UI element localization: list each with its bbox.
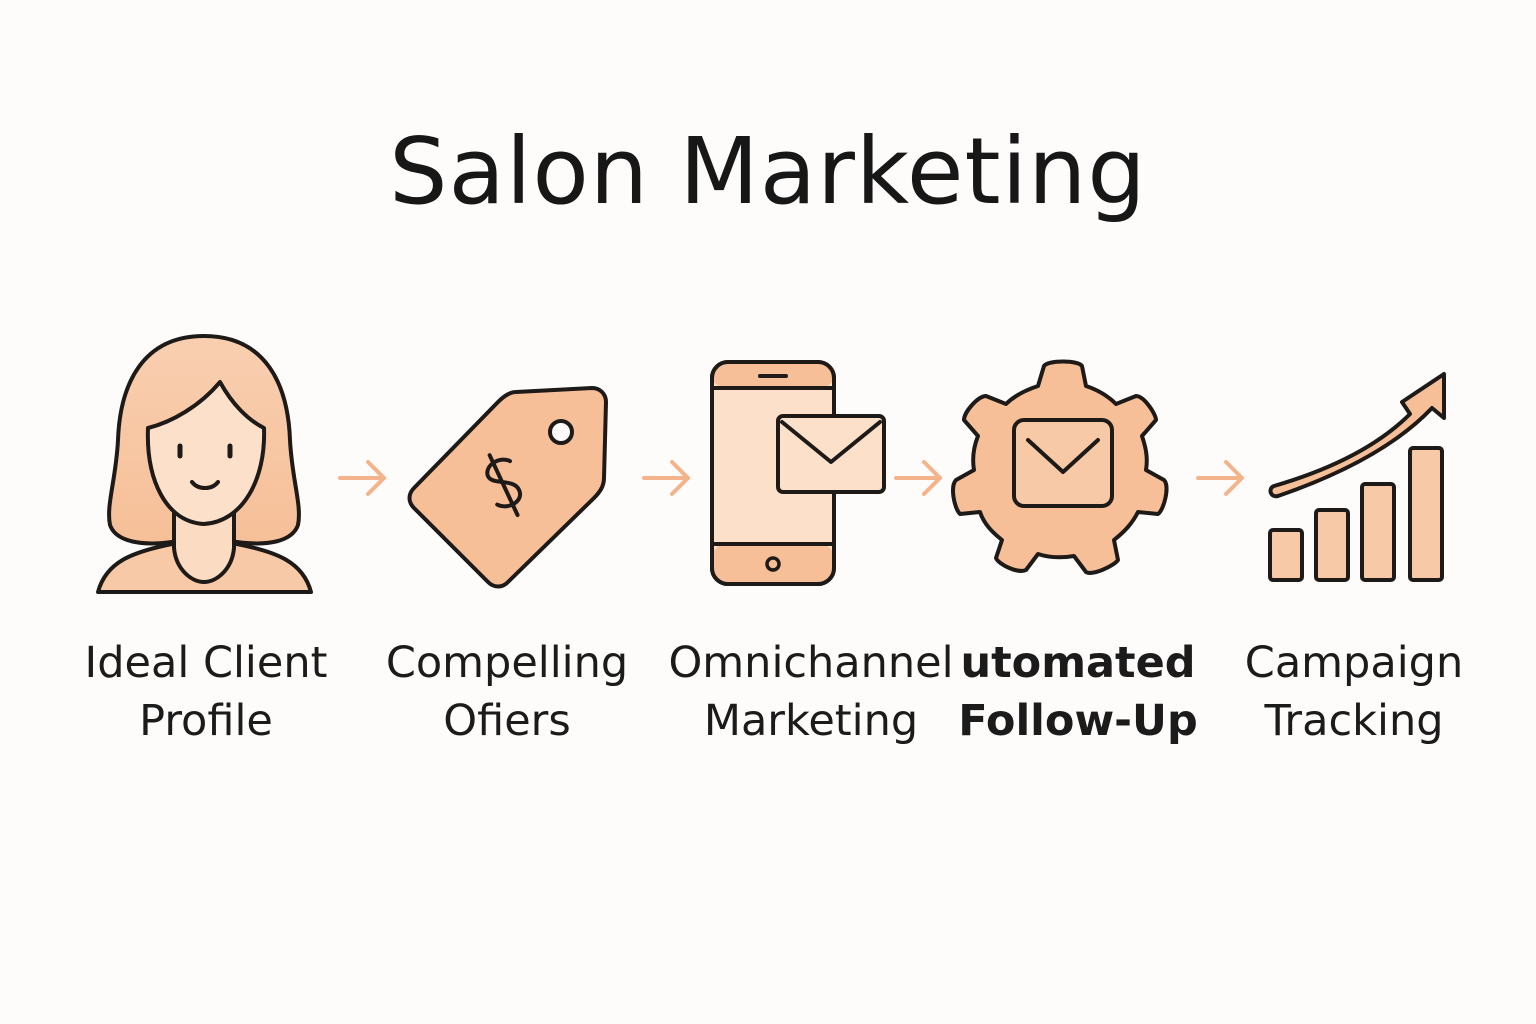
step-label-line2: Marketing bbox=[703, 696, 919, 746]
step-label-omnichannel-marketing: Omnichannel Marketing bbox=[656, 634, 966, 750]
page-title: Salon Marketing bbox=[389, 118, 1147, 225]
step-label-line2: Ofiers bbox=[443, 696, 571, 746]
step-label-line2: Tracking bbox=[1264, 696, 1444, 746]
step-label-line2: Profile bbox=[139, 696, 273, 746]
step-label-line1: utomated bbox=[960, 638, 1196, 688]
phone-envelope-icon bbox=[708, 358, 892, 588]
price-tag-dollar-icon bbox=[404, 382, 612, 590]
arrow-right-icon bbox=[892, 458, 946, 498]
step-label-campaign-tracking: Campaign Tracking bbox=[1226, 634, 1482, 750]
step-label-line2: Follow-Up bbox=[958, 696, 1198, 746]
step-label-automated-follow-up: utomated Follow-Up bbox=[958, 634, 1198, 750]
step-label-compelling-offers: Compelling Ofiers bbox=[364, 634, 650, 750]
step-label-line1: Omnichannel bbox=[668, 638, 954, 688]
gear-envelope-icon bbox=[951, 356, 1174, 578]
growth-chart-icon bbox=[1262, 368, 1452, 586]
step-label-line1: Campaign bbox=[1244, 638, 1464, 688]
arrow-right-icon bbox=[640, 458, 694, 498]
arrow-right-icon bbox=[336, 458, 390, 498]
step-label-ideal-client-profile: Ideal Client Profile bbox=[60, 634, 352, 750]
arrow-right-icon bbox=[1194, 458, 1248, 498]
woman-avatar-icon bbox=[92, 330, 317, 595]
step-label-line1: Compelling bbox=[385, 638, 629, 688]
step-label-line1: Ideal Client bbox=[84, 638, 328, 688]
